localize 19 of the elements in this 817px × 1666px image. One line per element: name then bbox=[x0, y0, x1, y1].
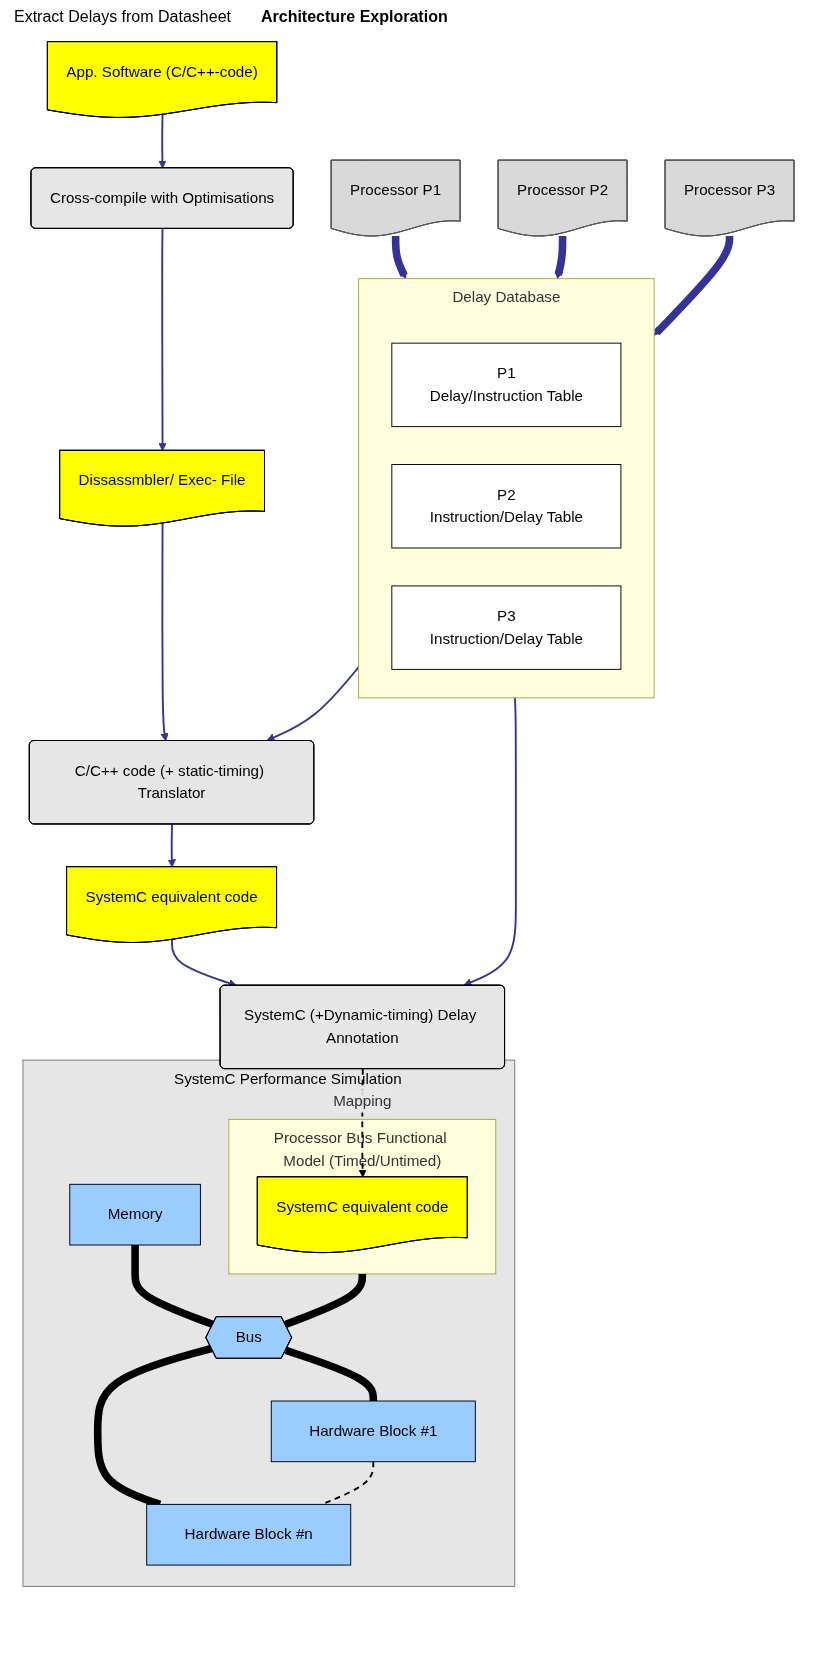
node-box: P3 Instruction/Delay Table bbox=[391, 585, 622, 670]
arrow bbox=[158, 113, 167, 169]
arrow bbox=[391, 235, 408, 280]
arrow bbox=[158, 227, 167, 452]
node-box: Hardware Block #n bbox=[146, 1503, 352, 1566]
arrow bbox=[266, 666, 360, 742]
node-box: Hardware Block #1 bbox=[270, 1400, 476, 1463]
arrow bbox=[653, 235, 734, 336]
connector bbox=[131, 1245, 215, 1329]
note-text: Extract Delays from Datasheet bbox=[14, 8, 231, 26]
node-box: P1 Delay/Instruction Table bbox=[391, 342, 622, 428]
node-box: Memory bbox=[69, 1183, 201, 1246]
arrow bbox=[463, 696, 517, 987]
edge-label: Mapping bbox=[333, 1092, 392, 1109]
arrow bbox=[167, 823, 177, 868]
bracket-label: Architecture Exploration bbox=[260, 8, 448, 26]
arrow bbox=[554, 235, 567, 280]
arrow bbox=[160, 522, 169, 742]
node-box: P2 Instruction/Delay Table bbox=[391, 464, 622, 549]
